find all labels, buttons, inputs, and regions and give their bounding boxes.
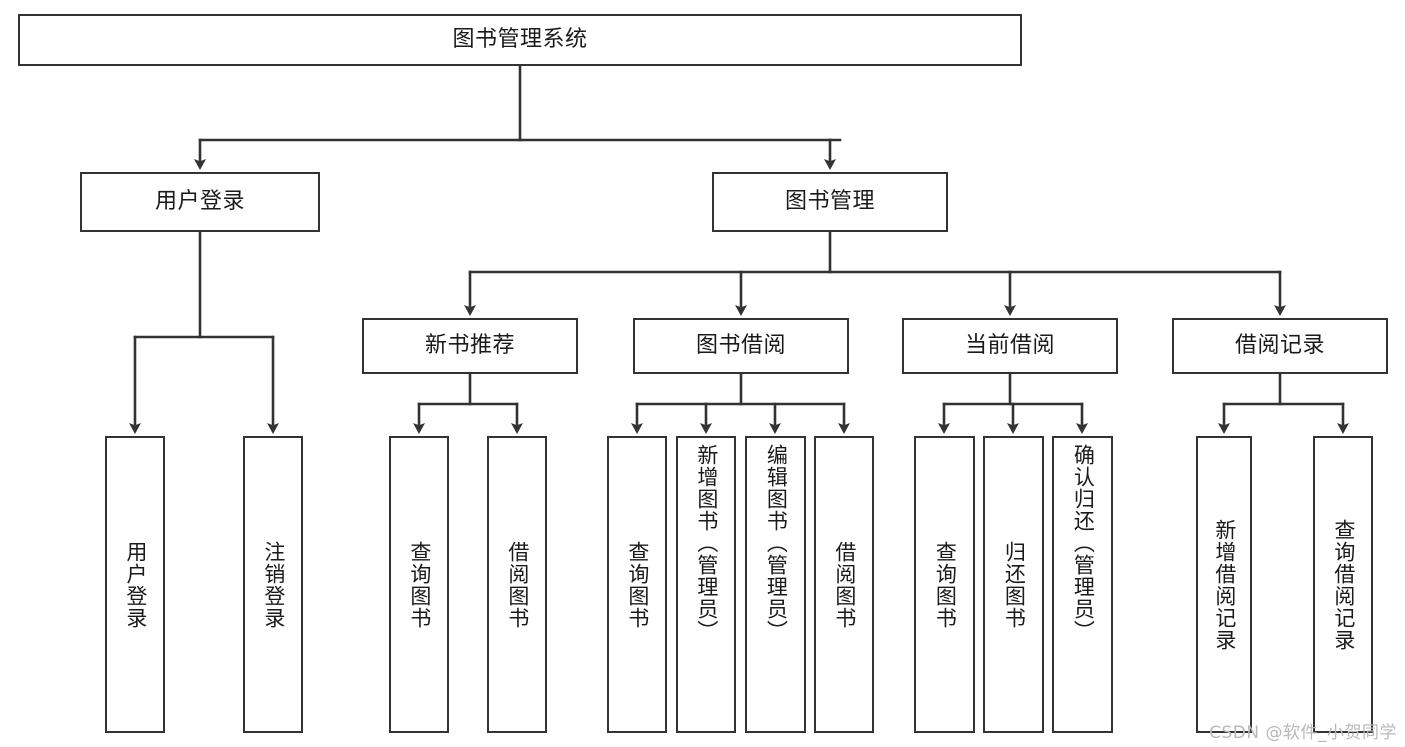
leaf-user-logout[interactable]: 注销登录 bbox=[243, 436, 303, 733]
node-book-management-label: 图书管理 bbox=[784, 189, 875, 215]
leaf-borrow-query-book[interactable]: 查询图书 bbox=[607, 436, 667, 733]
leaf-user-login[interactable]: 用户登录 bbox=[105, 436, 165, 733]
leaf-borrow-lend-book[interactable]: 借阅图书 bbox=[814, 436, 874, 733]
leaf-borrow-edit-book-admin[interactable]: 编辑图书（管理员） bbox=[745, 436, 806, 733]
node-borrow-records-label: 借阅记录 bbox=[1234, 333, 1325, 359]
node-book-borrow-label: 图书借阅 bbox=[695, 333, 786, 359]
watermark-text: CSDN @软件_小贺同学 bbox=[1209, 723, 1397, 743]
leaf-newbook-borrow-book[interactable]: 借阅图书 bbox=[487, 436, 547, 733]
leaf-newbook-query-book-label: 查询图书 bbox=[407, 540, 432, 629]
node-new-book-recommend[interactable]: 新书推荐 bbox=[362, 318, 578, 374]
leaf-newbook-query-book[interactable]: 查询图书 bbox=[389, 436, 449, 733]
leaf-current-return-book[interactable]: 归还图书 bbox=[983, 436, 1044, 733]
node-new-book-recommend-label: 新书推荐 bbox=[424, 333, 515, 359]
leaf-records-query-record-label: 查询借阅记录 bbox=[1331, 518, 1356, 651]
node-borrow-records[interactable]: 借阅记录 bbox=[1172, 318, 1388, 374]
leaf-current-query-book[interactable]: 查询图书 bbox=[914, 436, 975, 733]
leaf-user-logout-label: 注销登录 bbox=[261, 540, 286, 629]
leaf-records-add-record[interactable]: 新增借阅记录 bbox=[1196, 436, 1252, 733]
node-root-label: 图书管理系统 bbox=[452, 27, 588, 53]
leaf-borrow-lend-book-label: 借阅图书 bbox=[832, 540, 857, 629]
leaf-borrow-add-book-admin-label: 新增图书（管理员） bbox=[694, 444, 719, 642]
node-book-borrow[interactable]: 图书借阅 bbox=[633, 318, 849, 374]
node-user-login[interactable]: 用户登录 bbox=[80, 172, 320, 232]
leaf-current-return-book-label: 归还图书 bbox=[1002, 540, 1027, 629]
leaf-newbook-borrow-book-label: 借阅图书 bbox=[505, 540, 530, 629]
leaf-records-query-record[interactable]: 查询借阅记录 bbox=[1313, 436, 1373, 733]
leaf-borrow-edit-book-admin-label: 编辑图书（管理员） bbox=[764, 444, 789, 642]
node-book-management[interactable]: 图书管理 bbox=[712, 172, 948, 232]
leaf-borrow-add-book-admin[interactable]: 新增图书（管理员） bbox=[676, 436, 736, 733]
node-current-borrow[interactable]: 当前借阅 bbox=[902, 318, 1118, 374]
leaf-current-query-book-label: 查询图书 bbox=[933, 540, 958, 629]
node-root[interactable]: 图书管理系统 bbox=[18, 14, 1022, 66]
leaf-current-confirm-return-admin[interactable]: 确认归还（管理员） bbox=[1052, 436, 1113, 733]
node-current-borrow-label: 当前借阅 bbox=[964, 333, 1055, 359]
leaf-user-login-label: 用户登录 bbox=[123, 540, 148, 629]
node-user-login-label: 用户登录 bbox=[154, 189, 245, 215]
leaf-borrow-query-book-label: 查询图书 bbox=[625, 540, 650, 629]
leaf-current-confirm-return-admin-label: 确认归还（管理员） bbox=[1071, 444, 1096, 642]
leaf-records-add-record-label: 新增借阅记录 bbox=[1212, 518, 1237, 651]
